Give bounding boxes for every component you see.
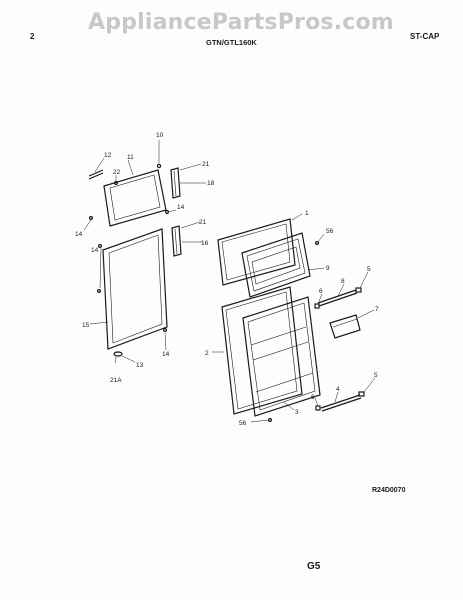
shelf-end-cap [355,287,362,293]
callout-2: 2 [205,350,209,357]
callout-labels: 10 12 11 22 21 18 14 14 14 21 16 15 13 1… [75,132,379,427]
fresh-food-door-assembly [221,286,321,417]
callout-22: 22 [113,169,121,176]
lower-handle [171,225,182,257]
callout-1: 1 [305,210,309,217]
callout-5: 5 [367,266,371,273]
callout-56: 56 [239,420,247,427]
callout-14: 14 [75,231,83,238]
callout-6: 6 [311,394,315,401]
callout-14: 14 [177,204,185,211]
diagram-page-label: G5 [307,561,321,572]
door-shelf-bar-upper [317,289,358,307]
fresh-food-door-gasket [102,228,168,350]
upper-handle [170,167,181,199]
butter-bin [329,314,361,339]
screw [163,328,168,333]
screw [96,289,101,294]
callout-4: 4 [336,386,340,393]
callout-11: 11 [127,154,134,161]
callout-12: 12 [104,152,112,159]
section-code: ST-CAP [410,32,440,41]
freezer-door-assembly [217,218,311,298]
screw [165,210,170,215]
callout-18: 18 [207,180,215,187]
callout-leaders [83,140,376,423]
freezer-door-gasket [103,169,167,227]
screw [315,241,320,246]
screw [268,418,273,423]
screw [97,244,102,249]
screw [156,163,162,169]
callout-14: 14 [162,351,170,358]
screw [113,181,118,186]
shelf-end-cap [314,303,320,309]
page-number: 2 [30,32,35,41]
shelf-end-cap [315,405,321,411]
callout-21A: 21A [110,377,122,384]
callout-5: 5 [374,372,378,379]
model-number: GTN/GTL160K [206,38,257,47]
screw [88,216,93,221]
callout-8: 8 [341,278,345,285]
callout-14: 14 [91,247,99,254]
callout-15: 15 [82,322,90,329]
callout-21: 21 [202,161,210,168]
callout-7: 7 [375,306,379,313]
callout-16: 16 [201,240,209,247]
shelf-end-cap [358,391,365,397]
hinge-pin [113,351,123,357]
callout-6: 6 [319,288,323,295]
callout-56: 56 [326,228,334,235]
watermark: AppliancePartsPros.com [88,10,394,35]
callout-9: 9 [326,265,330,272]
freezer-handle-cap [88,169,104,180]
callout-10: 10 [156,132,164,139]
callout-21: 21 [199,219,207,226]
callout-13: 13 [136,362,144,369]
callout-3: 3 [295,409,299,416]
door-shelf-bar-lower [320,394,362,412]
reference-code: R24D0070 [372,487,406,494]
